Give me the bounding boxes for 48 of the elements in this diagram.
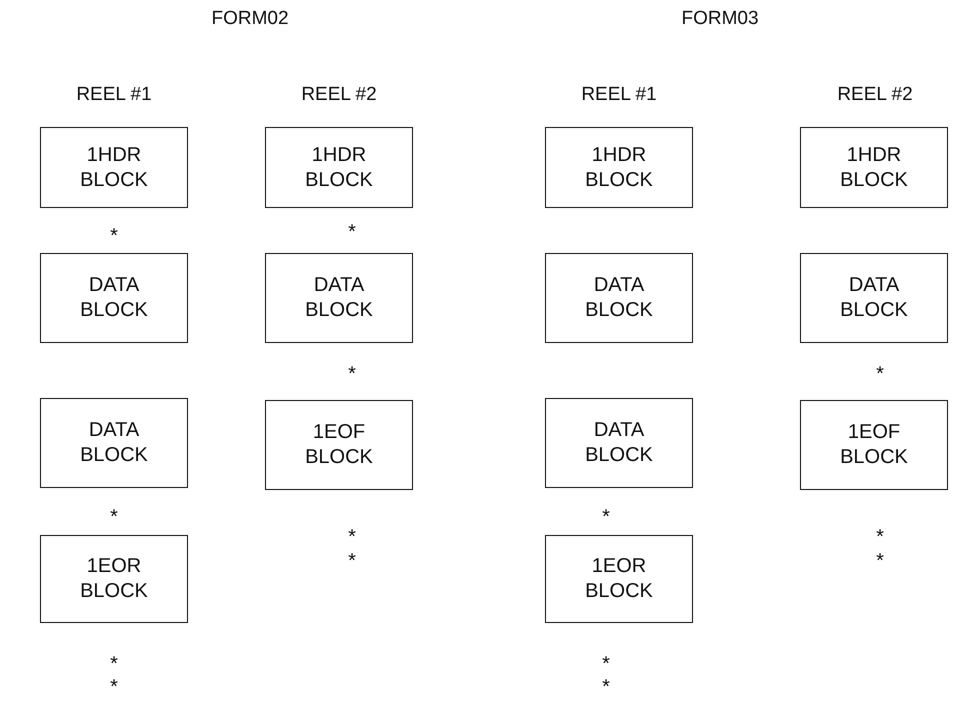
block-label: 1HDR BLOCK [839, 142, 909, 192]
block-box [265, 253, 413, 343]
block-box [265, 127, 413, 208]
asterisk-mark: * [876, 526, 884, 549]
block-box [40, 535, 188, 623]
block-box [40, 253, 188, 343]
asterisk-mark: * [110, 225, 118, 248]
block-label: 1HDR BLOCK [304, 142, 374, 192]
block-box [40, 398, 188, 488]
reel-heading: REEL #2 [301, 84, 377, 106]
block-label: 1EOR BLOCK [584, 554, 654, 604]
block-box [800, 400, 948, 490]
block-label: DATA BLOCK [79, 418, 149, 468]
block-label: 1EOF BLOCK [304, 420, 374, 470]
block-label: DATA BLOCK [79, 273, 149, 323]
block-box [800, 127, 948, 208]
reel-heading: REEL #1 [76, 84, 152, 106]
asterisk-mark: * [348, 221, 356, 244]
block-label: 1EOF BLOCK [839, 420, 909, 470]
block-label: DATA BLOCK [304, 273, 374, 323]
block-label: DATA BLOCK [584, 273, 654, 323]
block-box [800, 253, 948, 343]
reel-heading: REEL #1 [581, 84, 657, 106]
block-box [545, 398, 693, 488]
block-box [40, 127, 188, 208]
block-label: DATA BLOCK [584, 418, 654, 468]
asterisk-mark: * [110, 676, 118, 699]
block-label: 1EOR BLOCK [79, 554, 149, 604]
block-label: DATA BLOCK [839, 273, 909, 323]
block-box [265, 400, 413, 490]
block-label: 1HDR BLOCK [79, 142, 149, 192]
reel-heading: REEL #2 [837, 84, 913, 106]
asterisk-mark: * [110, 653, 118, 676]
form-title: FORM03 [681, 8, 759, 30]
asterisk-mark: * [348, 526, 356, 549]
block-box [545, 127, 693, 208]
block-box [545, 535, 693, 623]
asterisk-mark: * [348, 550, 356, 573]
asterisk-mark: * [602, 506, 610, 529]
asterisk-mark: * [602, 653, 610, 676]
asterisk-mark: * [110, 506, 118, 529]
asterisk-mark: * [876, 363, 884, 386]
form-title: FORM02 [211, 8, 289, 30]
block-box [545, 253, 693, 343]
asterisk-mark: * [602, 676, 610, 699]
block-label: 1HDR BLOCK [584, 142, 654, 192]
asterisk-mark: * [876, 550, 884, 573]
asterisk-mark: * [348, 363, 356, 386]
